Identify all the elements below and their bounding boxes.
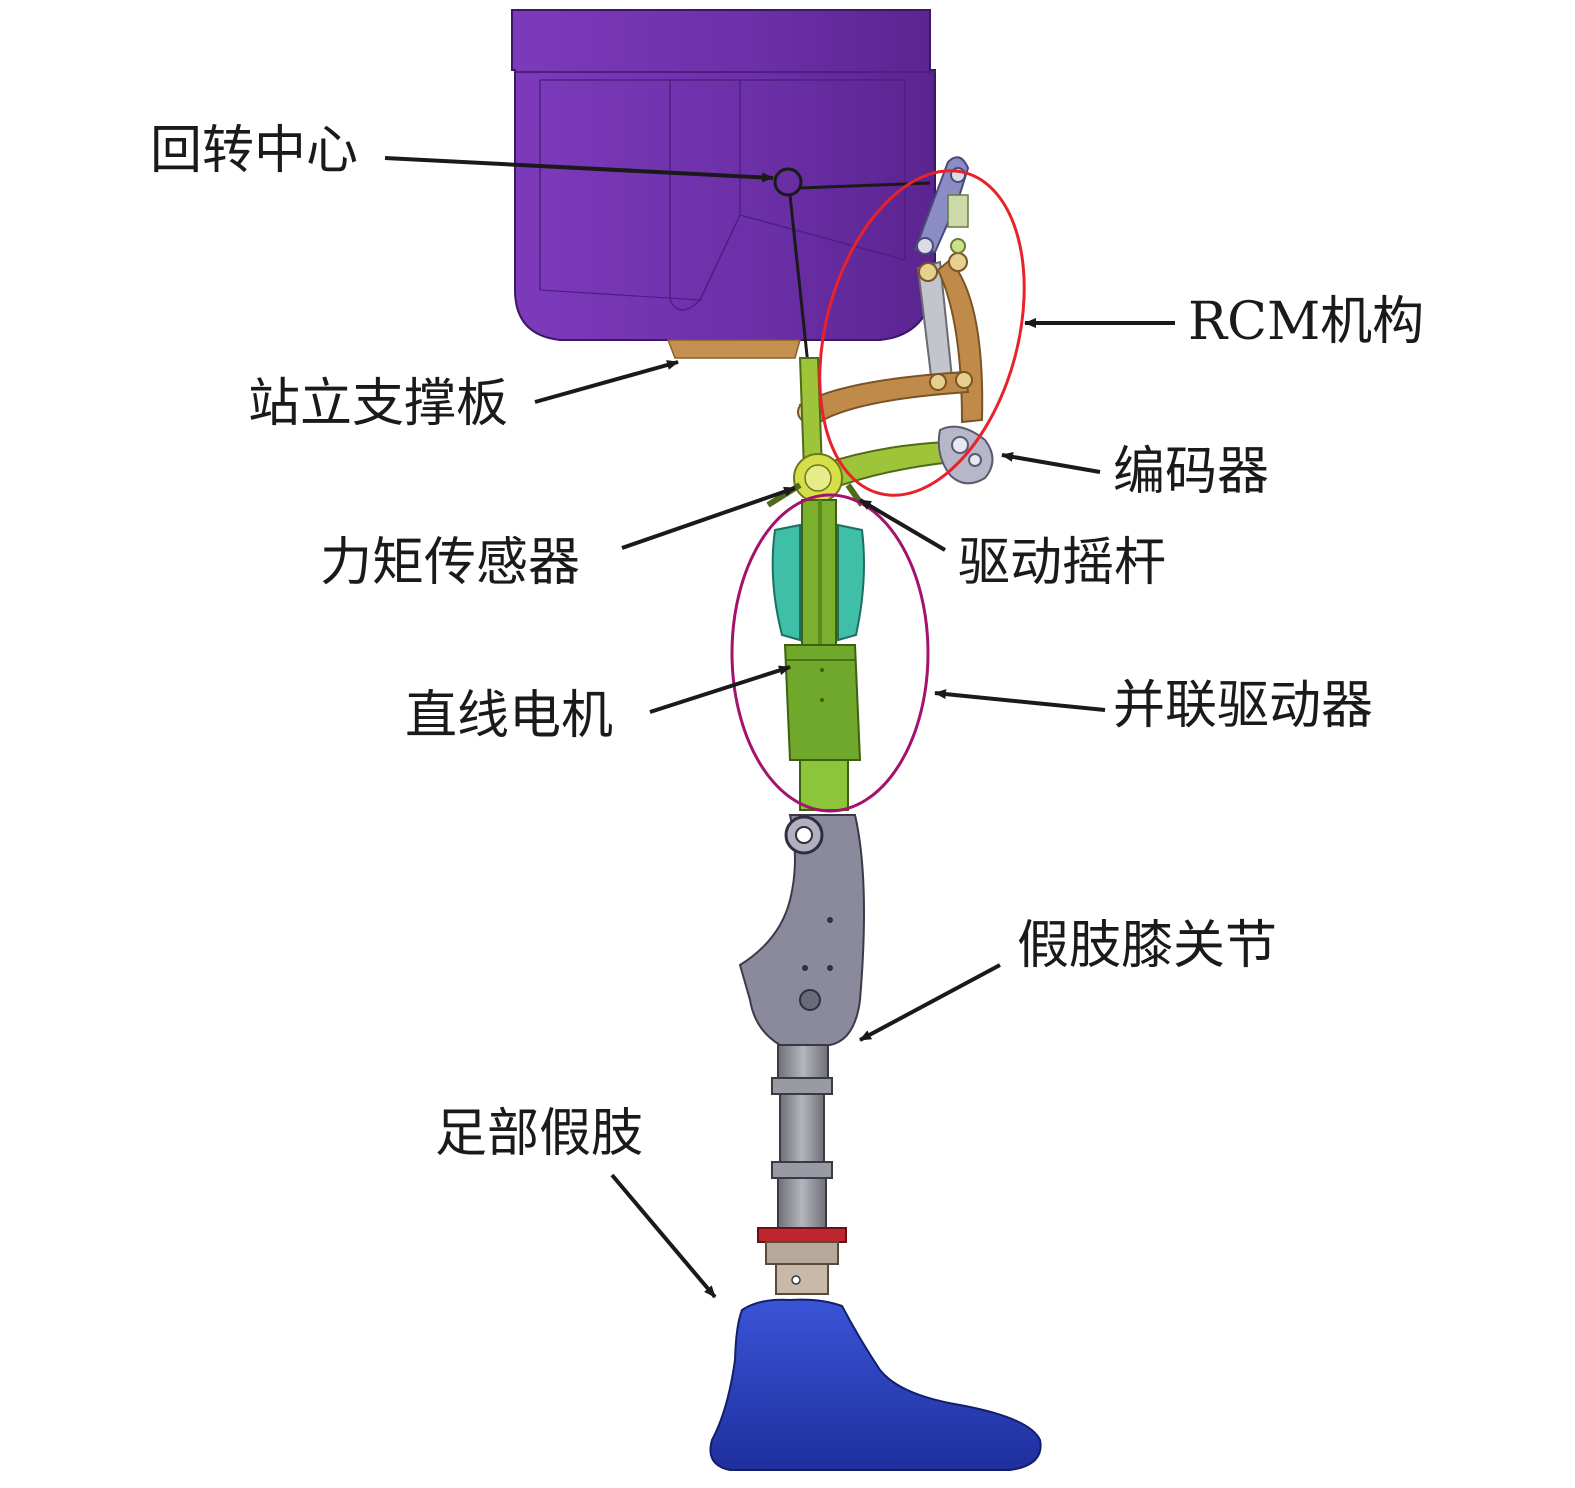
- linear-motor: [783, 644, 862, 811]
- label-prosthetic-foot: 足部假肢: [435, 1104, 644, 1164]
- label-drive-rocker: 驱动摇杆: [958, 533, 1167, 593]
- label-standing-support-plate: 站立支撑板: [248, 374, 509, 434]
- standing-support-plate: [666, 339, 801, 359]
- arrow-parallel-actuator: [934, 689, 1106, 712]
- label-rotation-center: 回转中心: [150, 121, 359, 181]
- actuator-highlight-ellipse: [730, 493, 930, 813]
- arrow-rotation-center: [384, 156, 774, 183]
- label-linear-motor: 直线电机: [405, 686, 614, 746]
- prosthetic-foot: [709, 1298, 1042, 1471]
- parallel-actuator: [771, 499, 865, 651]
- label-torque-sensor: 力矩传感器: [320, 533, 581, 593]
- label-prosthetic-knee-joint: 假肢膝关节: [1017, 916, 1278, 976]
- rcm-upper-link: [913, 156, 970, 255]
- arrow-knee-joint: [859, 963, 1001, 1042]
- label-encoder: 编码器: [1113, 442, 1270, 502]
- arrow-drive-rocker: [858, 498, 947, 552]
- arrow-foot: [610, 1173, 717, 1299]
- pylon: [757, 1044, 847, 1295]
- arrow-torque-sensor: [621, 486, 796, 550]
- arrows: [384, 156, 1175, 1299]
- rcm-highlight-ellipse: [818, 169, 1026, 497]
- arrow-linear-motor: [649, 665, 791, 714]
- label-parallel-actuator: 并联驱动器: [1113, 676, 1374, 736]
- prosthetic-knee-joint: [738, 814, 865, 1046]
- arrow-support-plate: [534, 360, 679, 404]
- arrow-encoder: [1001, 451, 1101, 474]
- label-rcm-mechanism: RCM机构: [1188, 292, 1425, 352]
- torque-sensor: [766, 453, 865, 508]
